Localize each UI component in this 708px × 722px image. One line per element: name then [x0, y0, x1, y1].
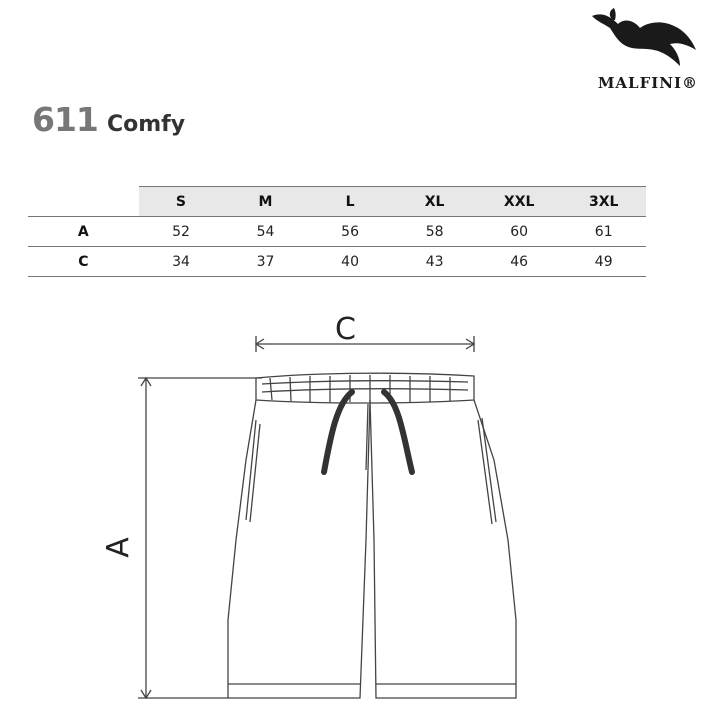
malfini-logo: MALFINI®	[588, 6, 698, 92]
waistband	[255, 372, 475, 404]
shorts-diagram	[138, 336, 517, 700]
table-row: A 52 54 56 58 60 61	[28, 216, 646, 247]
product-code: 611	[32, 100, 99, 139]
product-name: Comfy	[106, 112, 186, 137]
table-cell: 43	[425, 253, 444, 270]
table-row: C 34 37 40 43 46 49	[28, 247, 646, 277]
table-cell: 37	[256, 253, 275, 270]
row-label: A	[77, 223, 89, 240]
table-cell: 56	[341, 223, 359, 240]
size-header: S	[138, 186, 224, 217]
left-pocket	[245, 419, 261, 523]
size-table: S M L XL XXL 3XL A 52 54 56 58 60 61 C 3…	[28, 186, 646, 277]
shorts-outline	[227, 399, 517, 699]
table-cell: 40	[341, 253, 359, 270]
row-label: C	[78, 253, 89, 270]
table-cell: 54	[256, 223, 275, 240]
dimension-a-label: A	[100, 537, 136, 558]
dimension-c-label: C	[335, 312, 356, 347]
product-title: 611 Comfy	[32, 100, 185, 139]
drawstring-left	[321, 389, 355, 475]
table-cell: 49	[594, 253, 613, 270]
size-header: XL	[392, 186, 477, 217]
right-pocket	[477, 417, 497, 525]
table-cell: 58	[425, 223, 444, 240]
table-cell: 60	[510, 223, 529, 240]
drawstring-right	[381, 389, 415, 475]
table-cell: 34	[172, 253, 190, 270]
size-header: L	[307, 186, 393, 217]
table-cell: 46	[510, 253, 529, 270]
eagle-icon	[592, 8, 696, 67]
size-header: XXL	[476, 186, 562, 217]
size-header: M	[223, 186, 308, 217]
brand-name: MALFINI®	[597, 74, 698, 92]
size-header-row: S M L XL XXL 3XL	[28, 186, 646, 217]
header-blank	[28, 186, 139, 217]
table-cell: 52	[172, 223, 190, 240]
size-header: 3XL	[561, 186, 646, 217]
table-cell: 61	[594, 223, 613, 240]
